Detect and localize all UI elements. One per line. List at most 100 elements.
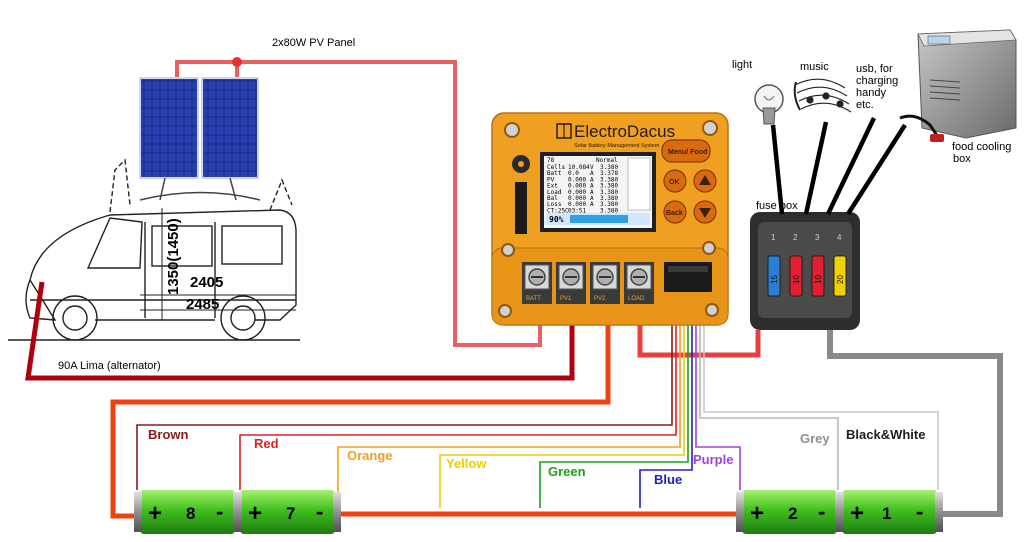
fuse-slot-number: 4 — [837, 233, 842, 242]
fuse-slot-number: 2 — [793, 233, 798, 242]
screen-row-cell: 3.380 — [600, 183, 618, 190]
panel-mount — [139, 177, 261, 201]
wire-label-black-white: Black&White — [846, 427, 925, 442]
solar-panel-right — [201, 77, 259, 179]
light-label: light — [732, 59, 752, 71]
fuse-slot-number: 1 — [771, 233, 776, 242]
screen-row-value: 0.000 — [568, 201, 586, 208]
screen-header-left: 78 — [547, 157, 555, 164]
battery-2-number: 2 — [788, 504, 797, 523]
screw-terminal: PV1 — [556, 262, 586, 304]
battery-8-number: 8 — [186, 504, 195, 523]
controller-brand: ElectroDacus — [574, 122, 675, 141]
menu-food-label: Menu/ Food — [668, 149, 707, 156]
wire-grey — [699, 300, 839, 490]
screen-row-label: CT:25C — [547, 207, 569, 214]
electrodacus-controller: ElectroDacus Solar Battery Management Sy… — [491, 112, 729, 326]
load-cables — [770, 117, 907, 216]
screen-row-value: 03:51 — [568, 207, 586, 214]
screen-row-cell: 3.380 — [600, 195, 618, 202]
controller-subtitle: Solar Battery Management System — [574, 143, 660, 149]
usb-label-line3: handy — [856, 87, 886, 99]
battery-8-minus: - — [216, 499, 223, 524]
back-label: Back — [666, 210, 683, 217]
battery-8-plus: + — [148, 500, 162, 527]
wire-green — [539, 300, 689, 508]
battery-cables — [110, 322, 1003, 519]
ok-label: OK — [669, 179, 680, 186]
screen-row-label: Ext — [547, 183, 558, 190]
fuse-slots: 1 15 2 10 3 10 4 20 — [767, 233, 847, 297]
wire-label-green: Green — [548, 464, 586, 479]
battery-1-minus: - — [916, 499, 923, 524]
up-arrow-icon — [699, 175, 711, 185]
usb-label-line2: charging — [856, 75, 898, 87]
van-height-dimension: 1350(1450) — [165, 218, 182, 295]
screen-row-value: 0.000 — [568, 183, 586, 190]
screen-row-cell: 3.380 — [600, 189, 618, 196]
wire-label-orange: Orange — [347, 448, 393, 463]
usb-label-line4: etc. — [856, 99, 874, 111]
screen-row-unit: A — [590, 176, 594, 183]
menu-food-button[interactable]: Menu/ Food — [661, 139, 711, 163]
terminal-label: PV2 — [594, 296, 606, 302]
soc-value: 90% — [549, 215, 564, 224]
down-button[interactable] — [693, 200, 717, 224]
soc-bar — [570, 215, 628, 223]
fuse[interactable]: 10 — [811, 255, 825, 297]
screen-row-unit: V — [590, 164, 594, 171]
screen-row-value: 0.000 — [568, 189, 586, 196]
screen-row-label: PV — [547, 176, 555, 183]
fuse[interactable]: 20 — [833, 255, 847, 297]
screen-row-cell: 3.378 — [600, 170, 618, 177]
wire-red — [239, 300, 677, 490]
battery-1-number: 1 — [882, 504, 891, 523]
screw-terminal: PV2 — [590, 262, 620, 304]
up-button[interactable] — [693, 169, 717, 193]
wire-yellow — [439, 300, 685, 508]
fuse-rating: 20 — [836, 275, 845, 284]
fuse-slot-number: 3 — [815, 233, 820, 242]
battery-cell-1: + 1 - — [836, 490, 943, 534]
wire-blue — [639, 300, 693, 508]
fuse-rating: 10 — [792, 275, 801, 284]
screen-row-value: 0.000 — [568, 195, 586, 202]
wire-label-blue: Blue — [654, 472, 682, 487]
battery-cell-8: + 8 - — [134, 490, 241, 534]
screen-row-label: Batt — [547, 170, 562, 177]
fuse[interactable]: 15 — [767, 255, 781, 297]
wire-label-brown: Brown — [148, 427, 189, 442]
screen-row-label: Loss — [547, 201, 562, 208]
wire-label-yellow: Yellow — [446, 456, 487, 471]
ok-button[interactable]: OK — [663, 169, 687, 193]
fuse[interactable]: 10 — [789, 255, 803, 297]
screw-terminal: BATT — [522, 262, 552, 304]
music-notes-icon — [793, 78, 852, 113]
screen-row-unit: A — [590, 195, 594, 202]
fridge-label-line1: food cooling — [952, 141, 1011, 153]
battery-2-plus: + — [750, 500, 764, 527]
battery-7-number: 7 — [286, 504, 295, 523]
screen-row-cell: 3.380 — [600, 176, 618, 183]
van-wheelbase-dimension: 2405 — [190, 274, 223, 291]
wire-label-red: Red — [254, 436, 279, 451]
fuse-box-label: fuse box — [756, 200, 798, 212]
back-button[interactable]: Back — [663, 200, 687, 224]
screen-row-cell: 3.380 — [600, 164, 618, 171]
fuse-rating: 10 — [814, 275, 823, 284]
battery-cell-7: + 7 - — [234, 490, 341, 534]
wire-orange — [337, 300, 681, 505]
fridge-icon — [899, 29, 1017, 142]
music-label: music — [800, 61, 829, 73]
screen-row-value: 0.0 — [568, 170, 579, 177]
battery-cell-2: + 2 - — [736, 490, 843, 534]
screen-header-right: Normal — [596, 157, 618, 164]
fuse-box: 1 15 2 10 3 10 4 20 — [750, 212, 860, 330]
brand-logo-icon — [556, 123, 572, 139]
terminal-label: LOAD — [628, 296, 645, 302]
pv-junction-dot — [232, 57, 242, 67]
screen-row-cell: 3.380 — [600, 207, 618, 214]
